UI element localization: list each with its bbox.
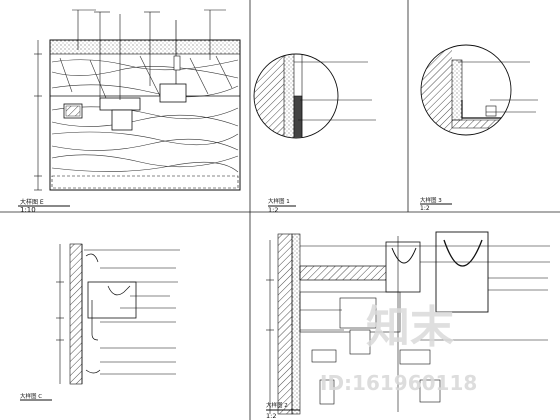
detail-2-section xyxy=(266,231,550,415)
detail-c-title: 大样图 C xyxy=(20,392,42,400)
detail-e-caption: 大样图 E 1:10 xyxy=(18,198,70,214)
detail-e-title: 大样图 E xyxy=(20,198,44,206)
detail-c-section xyxy=(56,243,180,385)
detail-2-title: 大样图 2 xyxy=(266,401,288,409)
detail-2-scale: 1:2 xyxy=(266,412,276,420)
detail-e-scale: 1:10 xyxy=(20,206,36,214)
detail-3-section xyxy=(420,44,538,136)
detail-3-title: 大样图 3 xyxy=(420,196,442,204)
watermark-id-text: ID:161960118 xyxy=(320,371,477,395)
watermark: 知末 ID:161960118 xyxy=(320,302,477,395)
detail-1-scale: 1:2 xyxy=(268,206,278,214)
detail-1-title: 大样图 1 xyxy=(268,197,290,205)
detail-c-caption: 大样图 C xyxy=(20,392,52,401)
detail-1-section xyxy=(253,53,376,139)
detail-2-caption: 大样图 2 1:2 xyxy=(266,401,300,420)
detail-3-caption: 大样图 3 1:2 xyxy=(420,196,452,212)
detail-e-elevation xyxy=(34,9,241,191)
detail-3-scale: 1:2 xyxy=(420,205,430,212)
watermark-logo-text: 知末 xyxy=(366,302,454,353)
detail-1-caption: 大样图 1 1:2 xyxy=(268,197,296,214)
